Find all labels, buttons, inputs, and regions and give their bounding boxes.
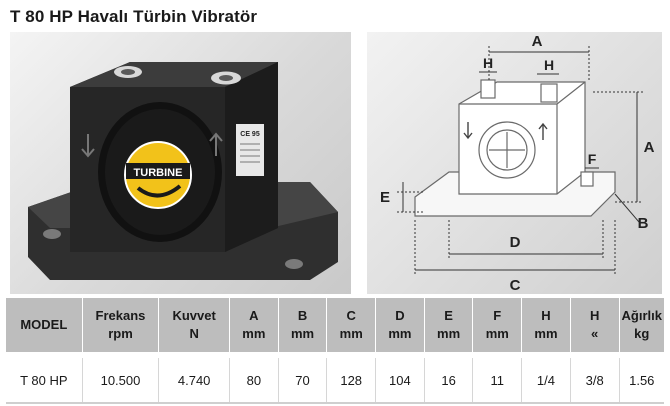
drawing-body — [458, 81, 586, 195]
page-title: T 80 HP Havalı Türbin Vibratör — [10, 7, 258, 26]
mount-hole-left — [43, 229, 61, 239]
dim-label-a-top: A — [532, 33, 543, 50]
cell-f: 11 — [472, 358, 523, 404]
col-header-h-inch: H« — [570, 298, 620, 352]
cell-d: 104 — [375, 358, 425, 404]
dim-label-e: E — [380, 189, 390, 206]
logo-swoosh — [136, 184, 182, 198]
dim-label-b: B — [638, 215, 649, 232]
product-photo: TURBINE CE 95 — [10, 32, 351, 294]
technical-drawing: A H H E D F B C A — [367, 32, 662, 294]
dim-label-f: F — [588, 151, 597, 167]
dim-label-h-left: H — [483, 55, 493, 71]
cell-e: 16 — [424, 358, 474, 404]
col-header-model: MODEL — [6, 298, 83, 352]
cell-b: 70 — [278, 358, 328, 404]
dim-label-d: D — [510, 234, 521, 251]
drawing-fitting-left — [480, 79, 496, 99]
cell-model: T 80 HP — [6, 358, 83, 404]
cell-frequency: 10.500 — [82, 358, 160, 404]
cell-h-inch: 3/8 — [570, 358, 620, 404]
dimension-drawing: A H H E D F B C A — [380, 33, 655, 294]
dim-label-c: C — [510, 277, 521, 294]
drawing-arrow-down-icon — [463, 122, 473, 140]
table-row: T 80 HP 10.500 4.740 80 70 128 104 16 11… — [6, 358, 664, 404]
drawing-bolt — [580, 171, 594, 187]
dim-b-line — [614, 193, 640, 223]
cell-weight: 1.56 — [619, 358, 664, 404]
drawing-fitting-right — [540, 83, 558, 103]
mount-hole-right — [285, 259, 303, 269]
dim-label-h-right: H — [544, 57, 554, 73]
cell-h-mm: 1/4 — [521, 358, 571, 404]
logo-text: TURBINE — [134, 167, 183, 179]
cell-a: 80 — [229, 358, 279, 404]
cell-c: 128 — [326, 358, 377, 404]
cell-force: 4.740 — [158, 358, 230, 404]
dim-label-a-side: A — [644, 139, 655, 156]
arrow-down-icon — [81, 134, 95, 158]
drawing-disk — [478, 121, 536, 179]
vibrator-photo-illustration: TURBINE CE 95 — [28, 62, 338, 280]
svg-text:CE 95: CE 95 — [240, 131, 260, 138]
arrow-up-icon — [209, 132, 223, 156]
drawing-arrow-up-icon — [538, 122, 548, 140]
